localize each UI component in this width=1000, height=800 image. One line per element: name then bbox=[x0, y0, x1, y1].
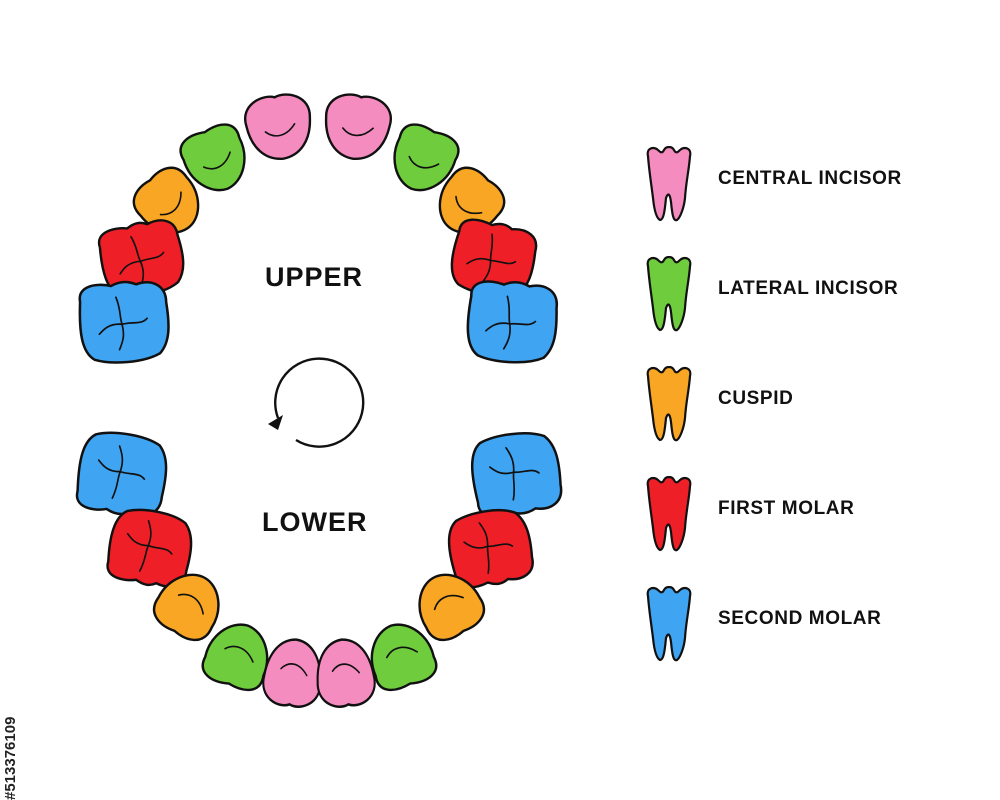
tooth-lower-second-molar bbox=[466, 426, 566, 521]
legend-item-cuspid: CUSPID bbox=[636, 360, 976, 470]
tooth-upper-cuspid bbox=[125, 158, 214, 248]
legend-label: LATERAL INCISOR bbox=[718, 278, 899, 299]
tooth-upper-central bbox=[241, 90, 317, 165]
tooth-lower-cuspid bbox=[405, 561, 492, 649]
tooth-upper-second-molar bbox=[464, 277, 561, 367]
tooth-icon bbox=[646, 146, 692, 222]
legend-item-central: CENTRAL INCISOR bbox=[636, 140, 976, 250]
tooth-icon bbox=[646, 476, 692, 552]
legend-item-first-molar: FIRST MOLAR bbox=[636, 470, 976, 580]
tooth-lower-first-molar bbox=[442, 503, 538, 593]
tooth-lower-lateral bbox=[360, 614, 442, 696]
legend: CENTRAL INCISOR LATERAL INCISOR CUSPID FIRS… bbox=[636, 140, 976, 690]
watermark-text: #513376109 bbox=[2, 716, 19, 800]
legend-item-lateral: LATERAL INCISOR bbox=[636, 250, 976, 360]
upper-jaw-label: UPPER bbox=[265, 262, 364, 292]
tooth-upper-central bbox=[319, 90, 395, 165]
legend-label: SECOND MOLAR bbox=[718, 608, 882, 629]
tooth-lower-second-molar bbox=[72, 426, 172, 521]
tooth-lower-cuspid bbox=[146, 561, 233, 649]
tooth-lower-first-molar bbox=[102, 503, 198, 593]
tooth-icon bbox=[646, 366, 692, 442]
lower-jaw-label: LOWER bbox=[262, 507, 368, 537]
tooth-upper-second-molar bbox=[76, 277, 173, 367]
tooth-icon bbox=[646, 586, 692, 662]
legend-label: CUSPID bbox=[718, 388, 794, 409]
teeth-layer bbox=[72, 90, 566, 711]
tooth-lower-lateral bbox=[197, 614, 279, 696]
legend-label: CENTRAL INCISOR bbox=[718, 168, 902, 189]
tooth-upper-lateral bbox=[174, 118, 257, 202]
legend-item-second-molar: SECOND MOLAR bbox=[636, 580, 976, 690]
tooth-icon bbox=[646, 256, 692, 332]
tooth-lower-central bbox=[311, 635, 379, 711]
tooth-upper-first-molar bbox=[444, 214, 542, 305]
circular-arrow-icon bbox=[268, 357, 365, 448]
tooth-upper-cuspid bbox=[424, 158, 513, 248]
tooth-upper-lateral bbox=[382, 118, 465, 202]
tooth-upper-first-molar bbox=[93, 214, 191, 305]
legend-label: FIRST MOLAR bbox=[718, 498, 855, 519]
tooth-lower-central bbox=[259, 635, 327, 711]
